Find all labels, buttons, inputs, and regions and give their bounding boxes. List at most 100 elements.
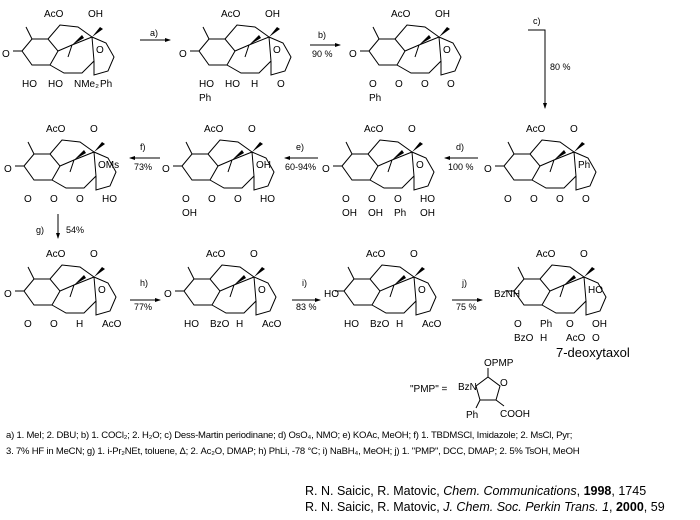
wedge-bond: [564, 267, 595, 285]
taxane-skeleton: [173, 139, 275, 191]
wedge-bond: [419, 27, 450, 45]
atom-label: O: [582, 194, 590, 205]
citation-pages: , 1745: [611, 484, 647, 498]
atom-label: O: [250, 249, 258, 260]
atom-label: O: [416, 160, 424, 171]
atom-label: O: [418, 285, 426, 296]
atom-label: O: [98, 285, 106, 296]
reaction-arrow-c: [528, 29, 547, 109]
atom-label: O: [277, 79, 285, 90]
atom-label: AcO: [44, 9, 64, 20]
atom-label: HO: [48, 79, 63, 90]
step-g-label: g): [36, 225, 44, 235]
citation-pages: , 59: [643, 500, 665, 514]
step-b-yield: 90 %: [312, 49, 333, 59]
atom-label: H: [251, 79, 258, 90]
atom-label: AcO: [536, 249, 556, 260]
wedge-bond: [392, 142, 423, 160]
atom-label: OH: [592, 319, 607, 330]
atom-label: O: [234, 194, 242, 205]
taxane-skeleton: [15, 139, 117, 191]
citation-year: 1998: [583, 484, 612, 498]
atom-label: AcO: [46, 249, 66, 260]
atom-label: O: [179, 49, 187, 60]
atom-label: OH: [265, 9, 280, 20]
atom-label: O: [556, 194, 564, 205]
wedge-bond: [72, 27, 103, 45]
atom-label: HO: [420, 194, 435, 205]
atom-label: BzO: [514, 333, 534, 344]
step-e-label: e): [296, 142, 304, 152]
pmp-structure: "PMP" = OPMP BzN O Ph COOH: [410, 358, 530, 420]
atom-label: O: [570, 124, 578, 135]
atom-label: O: [90, 249, 98, 260]
atom-label: OH: [342, 208, 357, 219]
wedge-bond: [74, 142, 105, 160]
atom-label: O: [50, 194, 58, 205]
atom-label: O: [76, 194, 84, 205]
step-f-label: f): [140, 142, 146, 152]
atom-label: OH: [368, 208, 383, 219]
step-d-label: d): [456, 142, 464, 152]
atom-label: AcO: [102, 319, 122, 330]
atom-label: Ph: [369, 93, 381, 104]
atom-label: O: [208, 194, 216, 205]
atom-label: AcO: [204, 124, 224, 135]
atom-label: AcO: [566, 333, 586, 344]
atom-label: H: [396, 319, 403, 330]
taxane-skeleton: [495, 139, 597, 191]
taxane-skeleton: [15, 264, 117, 316]
atom-label: O: [408, 124, 416, 135]
atom-label: Ph: [540, 319, 552, 330]
atom-label: AcO: [262, 319, 282, 330]
atom-label: OMs: [98, 160, 119, 171]
atom-label: O: [4, 164, 12, 175]
atom-label: O: [96, 45, 104, 56]
wedge-bond: [394, 267, 425, 285]
atom-label: O: [369, 79, 377, 90]
atom-label: AcO: [364, 124, 384, 135]
pmp-equals: "PMP" =: [410, 384, 448, 395]
atom-label: Ph: [394, 208, 406, 219]
pmp-label: OPMP: [484, 358, 514, 369]
step-c-label: c): [533, 16, 541, 26]
atom-label: BzO: [370, 319, 390, 330]
taxane-skeleton: [333, 139, 435, 191]
atom-label: HO: [102, 194, 117, 205]
step-e-yield: 60-94%: [285, 162, 316, 172]
taxane-skeleton: [505, 264, 607, 316]
atom-label: HO: [199, 79, 214, 90]
step-a-label: a): [150, 28, 158, 38]
atom-label: OH: [182, 208, 197, 219]
atom-label: O: [514, 319, 522, 330]
step-labels: a) b) 90 % c) 80 % d) 100 % e) 60-94% f)…: [36, 16, 571, 312]
atom-label: O: [322, 164, 330, 175]
atom-label: O: [504, 194, 512, 205]
atom-label: AcO: [391, 9, 411, 20]
atom-label: O: [410, 249, 418, 260]
pmp-label: O: [500, 378, 508, 389]
atom-label: AcO: [221, 9, 241, 20]
atom-label: OH: [435, 9, 450, 20]
step-c-yield: 80 %: [550, 62, 571, 72]
atom-label: BzO: [210, 319, 230, 330]
taxane-skeleton: [175, 264, 277, 316]
atom-label: O: [4, 289, 12, 300]
atom-label: Ph: [578, 160, 590, 171]
atom-label: O: [273, 45, 281, 56]
taxane-skeleton: [13, 24, 115, 76]
atom-label: AcO: [422, 319, 442, 330]
atom-label: O: [592, 333, 600, 344]
atom-label: HO: [588, 285, 603, 296]
atom-label: O: [421, 79, 429, 90]
pmp-label: Ph: [466, 410, 478, 420]
atom-label: O: [447, 79, 455, 90]
atom-label: OH: [420, 208, 435, 219]
wedge-bond: [232, 142, 263, 160]
atom-label: O: [342, 194, 350, 205]
